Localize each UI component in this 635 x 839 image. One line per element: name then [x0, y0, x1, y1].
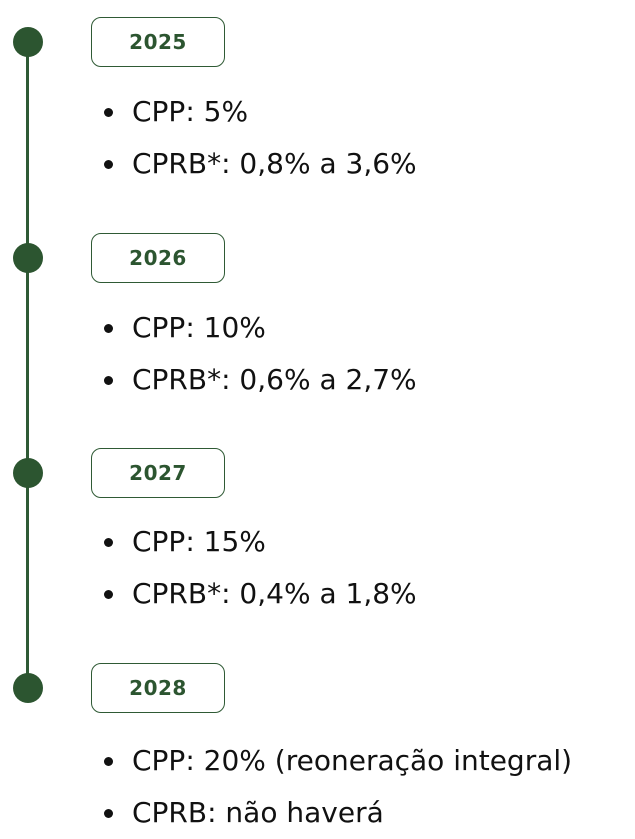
list-item: CPRB: não haverá	[104, 787, 572, 839]
year-badge: 2026	[91, 233, 225, 283]
list-item: CPP: 10%	[104, 302, 417, 354]
year-badge: 2027	[91, 448, 225, 498]
list-item: CPRB*: 0,4% a 1,8%	[104, 568, 417, 620]
list-item: CPP: 20% (reoneração integral)	[104, 735, 572, 787]
year-badge: 2025	[91, 17, 225, 67]
year-badge: 2028	[91, 663, 225, 713]
bullet-list: CPP: 20% (reoneração integral) CPRB: não…	[104, 735, 572, 839]
bullet-list: CPP: 15% CPRB*: 0,4% a 1,8%	[104, 516, 417, 620]
list-item: CPRB*: 0,6% a 2,7%	[104, 354, 417, 406]
timeline-dot	[13, 458, 43, 488]
bullet-list: CPP: 10% CPRB*: 0,6% a 2,7%	[104, 302, 417, 406]
timeline-dot	[13, 673, 43, 703]
list-item: CPP: 15%	[104, 516, 417, 568]
timeline-dot	[13, 27, 43, 57]
timeline-dot	[13, 243, 43, 273]
list-item: CPP: 5%	[104, 86, 417, 138]
timeline-line	[26, 42, 29, 688]
bullet-list: CPP: 5% CPRB*: 0,8% a 3,6%	[104, 86, 417, 190]
list-item: CPRB*: 0,8% a 3,6%	[104, 138, 417, 190]
